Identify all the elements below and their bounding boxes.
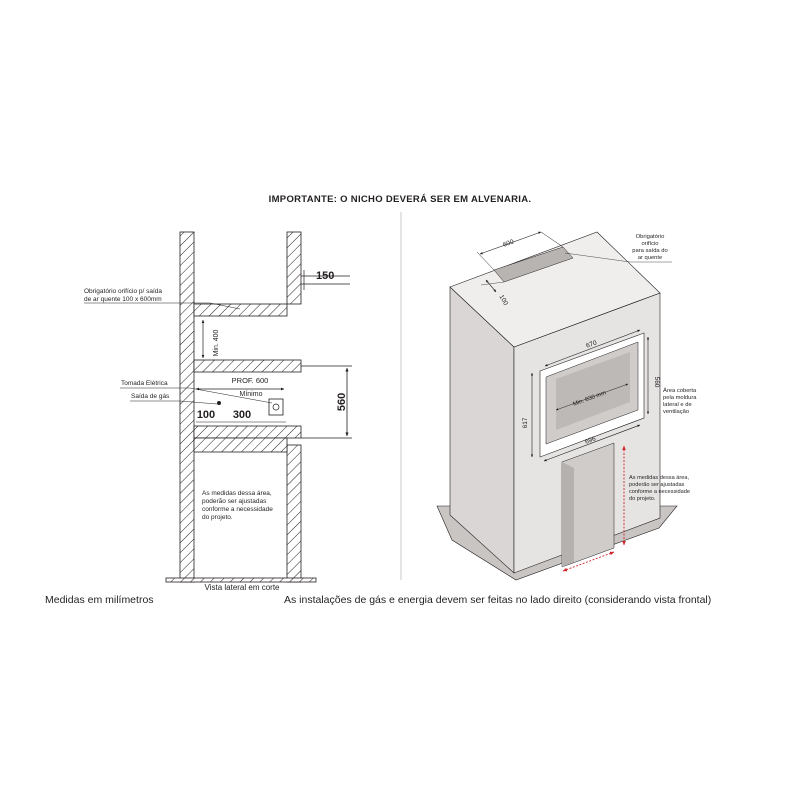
- iso-area-note-line-4: do projeto.: [629, 496, 656, 502]
- vent-slot: [493, 246, 574, 283]
- dim-670-label: 670: [585, 339, 598, 349]
- area-note-line-3: conforme a necessidade: [202, 506, 273, 513]
- iso-vent-note-line-2: orifício: [641, 241, 658, 247]
- dim-560-label: 560: [336, 393, 348, 411]
- right-wall-upper: [286, 231, 302, 305]
- cover-note-line-1: Área coberta: [663, 387, 697, 394]
- right-wall-lower: [286, 444, 302, 583]
- vent-note-line-2: de ar quente 100 x 600mm: [84, 296, 162, 303]
- page-title: IMPORTANTE: O NICHO DEVERÁ SER EM ALVENA…: [268, 194, 532, 205]
- depth-label: PROF. 600: [232, 376, 269, 385]
- dim-300-label: 300: [233, 409, 251, 421]
- iso-dim-100-label: 100: [498, 294, 510, 307]
- iso-vent-note-line-1: Obrigatório: [636, 234, 665, 240]
- oven-top-slab: [193, 359, 302, 373]
- side-view-caption: Vista lateral em corte: [205, 583, 281, 592]
- footer-units-note: Medidas em milímetros: [45, 594, 154, 606]
- lower-slab: [193, 437, 288, 453]
- iso-area-note-line-3: conforme a necessidade: [629, 489, 690, 495]
- cover-note-line-3: lateral e de: [663, 402, 692, 408]
- iso-vent-note-line-3: para saída do: [632, 248, 667, 254]
- cover-note-line-2: pela moldura: [663, 395, 697, 401]
- vent-note-line-1: Obrigatório orifício p/ saída: [84, 288, 162, 295]
- dim-617-label: 617: [522, 417, 529, 428]
- iso-area-note-line-2: poderão ser ajustadas: [629, 482, 685, 488]
- isometric-view: 600 100 670 560 617 696 Min. 830 mm Obri…: [436, 231, 697, 581]
- area-note-line-1: As medidas dessa área,: [202, 490, 272, 497]
- outlet-label: Tomada Elétrica: [121, 380, 168, 387]
- left-wall: [179, 231, 195, 583]
- dim-150-label: 150: [316, 270, 334, 282]
- gas-outlet-dot: [217, 401, 221, 405]
- dim-600-label: 600: [502, 238, 515, 248]
- oven-base-slab: [193, 425, 302, 439]
- iso-area-note-line-1: As medidas dessa área,: [629, 475, 689, 481]
- area-note-line-2: poderão ser ajustadas: [202, 498, 267, 505]
- dim-696-label: 696: [584, 435, 597, 445]
- dim-100-label: 100: [197, 409, 215, 421]
- vent-slab: [193, 303, 288, 317]
- floor-slab: [165, 577, 317, 583]
- depth-sub-label: Mínimo: [240, 391, 263, 398]
- gas-label: Saída de gás: [131, 393, 170, 400]
- dim-min-400-label: Min. 400: [213, 329, 220, 356]
- electrical-outlet: [268, 398, 284, 416]
- area-note-line-4: do projeto.: [202, 514, 233, 521]
- iso-vent-note-line-4: ar quente: [638, 255, 663, 261]
- side-section-view: 150 560 Min. 400 PROF. 600 Mínimo 100 30…: [84, 231, 352, 592]
- cover-note-line-4: ventilação: [663, 409, 689, 415]
- niche-top-face: [449, 231, 661, 348]
- footer-installation-note: As instalações de gás e energia devem se…: [284, 594, 712, 606]
- iso-dim-560-label: 560: [653, 377, 660, 388]
